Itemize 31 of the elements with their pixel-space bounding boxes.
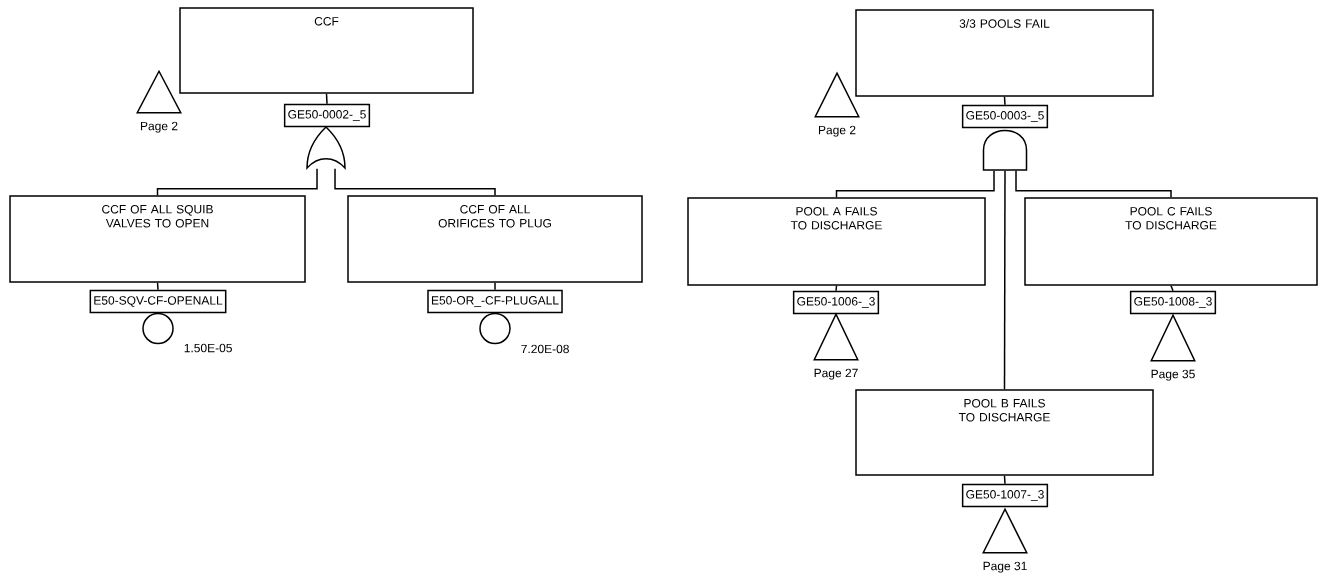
connector-line [1170,285,1174,292]
id-label: E50-SQV-CF-OPENALL [89,289,227,314]
page-reference: Page 35 [1151,369,1195,381]
logic-gate [982,129,1028,171]
page-reference: Page 2 [819,125,856,137]
connector-line [1003,475,1006,485]
connector-line [156,282,159,291]
connector-line [835,285,838,292]
connector-line [325,93,328,105]
connector-line [1003,96,1006,106]
connector-line [1003,170,1006,390]
page-reference: Page 31 [983,561,1027,573]
event-box: 3/3 POOLS FAIL [855,9,1154,97]
probability-value: 7.20E-08 [521,344,569,354]
id-label: GE50-0003-_5 [961,104,1049,129]
event-box: POOL B FAILS TO DISCHARGE [855,389,1154,476]
id-label: GE50-1007-_3 [961,483,1049,508]
page-reference: Page 2 [141,121,178,133]
event-box: POOL C FAILS TO DISCHARGE [1024,197,1318,286]
id-label: GE50-1006-_3 [792,290,880,315]
page-reference: Page 27 [814,368,858,380]
probability-value: 1.50E-05 [184,343,232,353]
event-box: CCF OF ALL ORIFICES TO PLUG [347,195,643,283]
id-label: GE50-1008-_3 [1129,290,1217,315]
id-label: E50-OR_-CF-PLUGALL [427,289,563,314]
id-label: GE50-0002-_5 [283,103,371,128]
connector-line [494,282,496,291]
event-box: CCF [179,7,474,94]
event-box: CCF OF ALL SQUIB VALVES TO OPEN [9,195,306,283]
event-box: POOL A FAILS TO DISCHARGE [687,197,986,286]
logic-gate [306,126,346,169]
